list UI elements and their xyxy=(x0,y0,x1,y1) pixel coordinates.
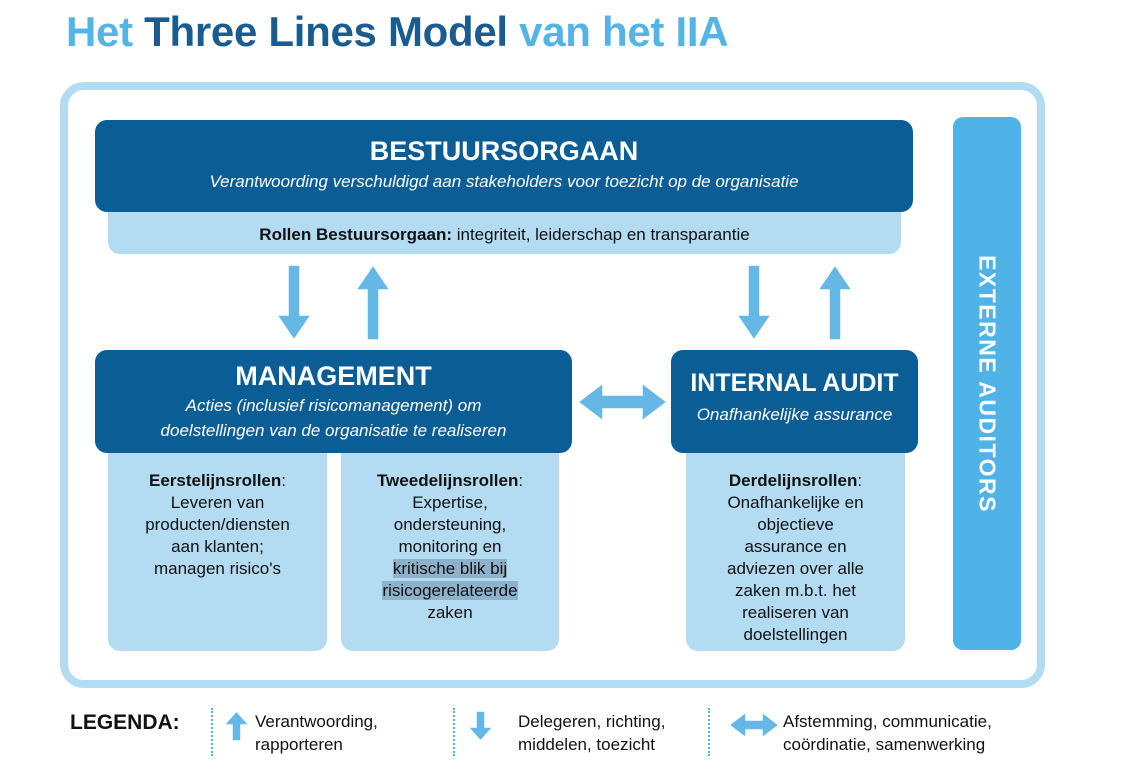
third-line-heading: Derdelijnsrollen xyxy=(728,471,858,490)
arrow-down-icon xyxy=(275,264,313,342)
legend-both-text: Afstemming, communicatie, coördinatie, s… xyxy=(783,710,992,756)
management-subtitle-2: doelstellingen van de organisatie te rea… xyxy=(160,421,507,440)
governing-body-roles: Rollen Bestuursorgaan: integriteit, leid… xyxy=(108,208,901,254)
legend-both-line-1: Afstemming, communicatie, xyxy=(783,712,992,731)
internal-audit-heading: INTERNAL AUDIT xyxy=(690,369,899,397)
third-line-roles: Derdelijnsrollen: Onafhankelijke en obje… xyxy=(686,450,905,651)
management-heading: MANAGEMENT xyxy=(235,361,432,391)
second-line-text-1: Expertise, xyxy=(412,493,488,512)
second-line-text-4: kritische blik bij xyxy=(392,559,508,578)
third-line-text-7: doelstellingen xyxy=(743,625,848,644)
management-box: MANAGEMENT Acties (inclusief risicomanag… xyxy=(95,350,572,453)
arrow-down-icon xyxy=(735,264,773,342)
legend-separator xyxy=(453,708,455,756)
double-arrow-icon xyxy=(727,710,781,740)
first-line-text-1: Leveren van xyxy=(170,493,265,512)
first-line-heading: Eerstelijnsrollen xyxy=(148,471,282,490)
legend-up-line-2: rapporteren xyxy=(255,735,343,754)
first-line-text-4: managen risico's xyxy=(153,559,282,578)
governing-body-subtitle: Verantwoording verschuldigd aan stakehol… xyxy=(209,172,799,191)
external-auditors-bar xyxy=(953,117,1021,650)
governing-body-roles-text: integriteit, leiderschap en transparanti… xyxy=(452,225,750,244)
title-part-2: Three Lines Model xyxy=(144,8,508,55)
third-line-text-3: assurance en xyxy=(744,537,847,556)
third-line-text-5: zaken m.b.t. het xyxy=(735,581,856,600)
third-line-text-6: realiseren van xyxy=(742,603,849,622)
title-part-1: Het xyxy=(66,8,145,55)
legend-title: LEGENDA: xyxy=(70,711,180,734)
governing-body-roles-label: Rollen Bestuursorgaan: xyxy=(259,225,452,244)
arrow-up-icon xyxy=(222,709,251,742)
management-subtitle-1: Acties (inclusief risicomanagement) om xyxy=(185,396,482,415)
third-line-text-2: objectieve xyxy=(757,515,834,534)
second-line-text-3: monitoring en xyxy=(398,537,502,556)
internal-audit-subtitle: Onafhankelijke assurance xyxy=(696,405,893,424)
second-line-text-6: zaken xyxy=(427,603,473,622)
double-arrow-icon xyxy=(576,381,669,423)
governing-body-heading: BESTUURSORGAAN xyxy=(369,136,639,166)
first-line-text-2: producten/diensten xyxy=(145,515,290,534)
second-line-heading: Tweedelijnsrollen xyxy=(376,471,519,490)
arrow-up-icon xyxy=(354,263,392,341)
third-line-text-4: adviezen over alle xyxy=(726,559,865,578)
legend-separator xyxy=(211,708,213,756)
title-part-3: van het IIA xyxy=(507,8,729,55)
legend-down-line-2: middelen, toezicht xyxy=(518,735,656,754)
legend-both-line-2: coördinatie, samenwerking xyxy=(783,735,986,754)
arrow-down-icon xyxy=(466,710,495,743)
governing-body-box: BESTUURSORGAAN Verantwoording verschuldi… xyxy=(95,120,913,212)
first-line-roles: Eerstelijnsrollen: Leveren van producten… xyxy=(108,450,327,651)
internal-audit-box: INTERNAL AUDIT Onafhankelijke assurance xyxy=(671,350,918,453)
second-line-text-5: risicogerelateerde xyxy=(382,581,518,600)
legend-down-line-1: Delegeren, richting, xyxy=(518,712,666,731)
first-line-text-3: aan klanten; xyxy=(171,537,264,556)
legend-up-text: Verantwoording, rapporteren xyxy=(255,710,378,756)
second-line-text-2: ondersteuning, xyxy=(393,515,507,534)
page-title: Het Three Lines Model van het IIA xyxy=(66,8,729,56)
legend-down-text: Delegeren, richting, middelen, toezicht xyxy=(518,710,665,756)
legend-up-line-1: Verantwoording, xyxy=(255,712,378,731)
third-line-text-1: Onafhankelijke en xyxy=(727,493,864,512)
legend-separator xyxy=(708,708,710,756)
second-line-roles: Tweedelijnsrollen: Expertise, ondersteun… xyxy=(341,450,559,651)
arrow-up-icon xyxy=(816,263,854,341)
